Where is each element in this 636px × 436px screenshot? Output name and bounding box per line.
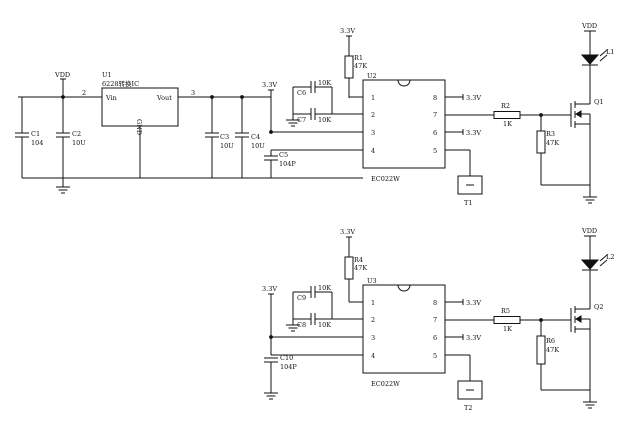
u2-pin4: 4 <box>371 147 375 155</box>
c1-ref: C1 <box>31 130 40 138</box>
regulator-u1 <box>101 87 179 127</box>
u3-pin8: 8 <box>433 299 437 307</box>
u1-vin-label: Vin <box>105 94 117 102</box>
led-l2 <box>580 259 600 270</box>
c7-value: 10K <box>318 116 331 124</box>
u3-pin6-supply: 3.3V <box>466 334 481 342</box>
r2-value: 1K <box>503 120 512 128</box>
u2-pin8-supply: 3.3V <box>466 94 481 102</box>
u3-part: EC022W <box>371 380 400 388</box>
resistor-r4 <box>344 256 354 280</box>
u2-pin8: 8 <box>433 94 437 102</box>
resistor-r5 <box>493 316 521 324</box>
r3-ref: R3 <box>546 130 555 138</box>
vdd-right-bottom: VDD <box>581 227 597 235</box>
u3-pin8-supply: 3.3V <box>466 299 481 307</box>
mosfet-q2 <box>570 306 590 333</box>
u2-pin3: 3 <box>371 129 375 137</box>
u2-pin5: 5 <box>433 147 437 155</box>
r5-ref: R5 <box>501 307 510 315</box>
rail-3v3-top: 3.3V <box>262 81 277 89</box>
u3-pin6: 6 <box>433 334 437 342</box>
u3-pin5: 5 <box>433 352 437 360</box>
c3-ref: C3 <box>220 133 229 141</box>
l1-label: L1 <box>606 48 614 56</box>
u3-pin4: 4 <box>371 352 375 360</box>
c8-ref: C8 <box>297 321 306 329</box>
u2-pin1: 1 <box>371 94 375 102</box>
u2-pin7: 7 <box>433 111 437 119</box>
r1-supply-label: 3.3V <box>340 27 355 35</box>
ic-u3 <box>362 284 446 374</box>
resistor-r2 <box>493 111 521 119</box>
u1-ref: U1 <box>102 71 112 79</box>
c10-value: 104P <box>280 363 297 371</box>
u3-pin1: 1 <box>371 299 375 307</box>
q1-label: Q1 <box>594 98 603 106</box>
c5-ref: C5 <box>279 151 288 159</box>
u3-pin7: 7 <box>433 316 437 324</box>
c3-value: 10U <box>220 142 234 150</box>
q2-label: Q2 <box>594 303 603 311</box>
u1-gnd-label: GND <box>135 119 143 135</box>
u1-pin2: 2 <box>82 89 86 97</box>
r6-value: 47K <box>546 346 559 354</box>
r4-ref: R4 <box>354 256 363 264</box>
r2-ref: R2 <box>501 102 510 110</box>
c7-ref: C7 <box>297 116 306 124</box>
touch-channel-1: 3.3V R1 47K U2 EC022W 1 2 3 4 5 6 7 8 3.… <box>340 22 614 207</box>
c4-value: 10U <box>251 142 265 150</box>
c6-ref: C6 <box>297 89 306 97</box>
rail-3v3-bottom: 3.3V <box>262 285 277 293</box>
c1-value: 104 <box>31 139 43 147</box>
r3-value: 47K <box>546 139 559 147</box>
vdd-right-top: VDD <box>581 22 597 30</box>
resistor-r6 <box>536 335 546 365</box>
r4-value: 47K <box>354 264 367 272</box>
mosfet-q1 <box>570 101 590 128</box>
u1-pin3: 3 <box>191 89 195 97</box>
c9-value: 10K <box>318 284 331 292</box>
ic-u2 <box>362 79 446 169</box>
t1-label: T1 <box>464 199 472 207</box>
r4-supply-label: 3.3V <box>340 228 355 236</box>
u2-pin6-supply: 3.3V <box>466 129 481 137</box>
resistor-r1 <box>344 55 354 79</box>
u3-ref: U3 <box>367 277 377 285</box>
resistor-r3 <box>536 130 546 154</box>
u2-pin2: 2 <box>371 111 375 119</box>
vdd-left-label: VDD <box>54 71 70 79</box>
c5-value: 104P <box>279 160 296 168</box>
c4-ref: C4 <box>251 133 260 141</box>
t2-label: T2 <box>464 404 472 412</box>
c9-ref: C9 <box>297 294 306 302</box>
c2-ref: C2 <box>72 130 81 138</box>
r1-value: 47K <box>354 62 367 70</box>
led-l1 <box>580 54 600 65</box>
u3-pin2: 2 <box>371 316 375 324</box>
c10-ref: C10 <box>280 354 293 362</box>
power-supply-section: VDD C1 104 C2 10U U1 6228转换IC Vin Vout G… <box>15 71 363 194</box>
touch-channel-2: 3.3V C10 104P C9 10K C8 10K 3. <box>262 227 614 412</box>
u2-part: EC022W <box>371 175 400 183</box>
u2-ref: U2 <box>367 72 377 80</box>
u1-part: 6228转换IC <box>102 79 139 88</box>
r1-ref: R1 <box>354 54 363 62</box>
l2-label: L2 <box>606 253 614 261</box>
r5-value: 1K <box>503 325 512 333</box>
u2-pin6: 6 <box>433 129 437 137</box>
u3-pin3: 3 <box>371 334 375 342</box>
c2-value: 10U <box>72 139 86 147</box>
r6-ref: R6 <box>546 337 555 345</box>
c8-value: 10K <box>318 321 331 329</box>
c6-value: 10K <box>318 79 331 87</box>
u1-vout-label: Vout <box>156 94 172 102</box>
